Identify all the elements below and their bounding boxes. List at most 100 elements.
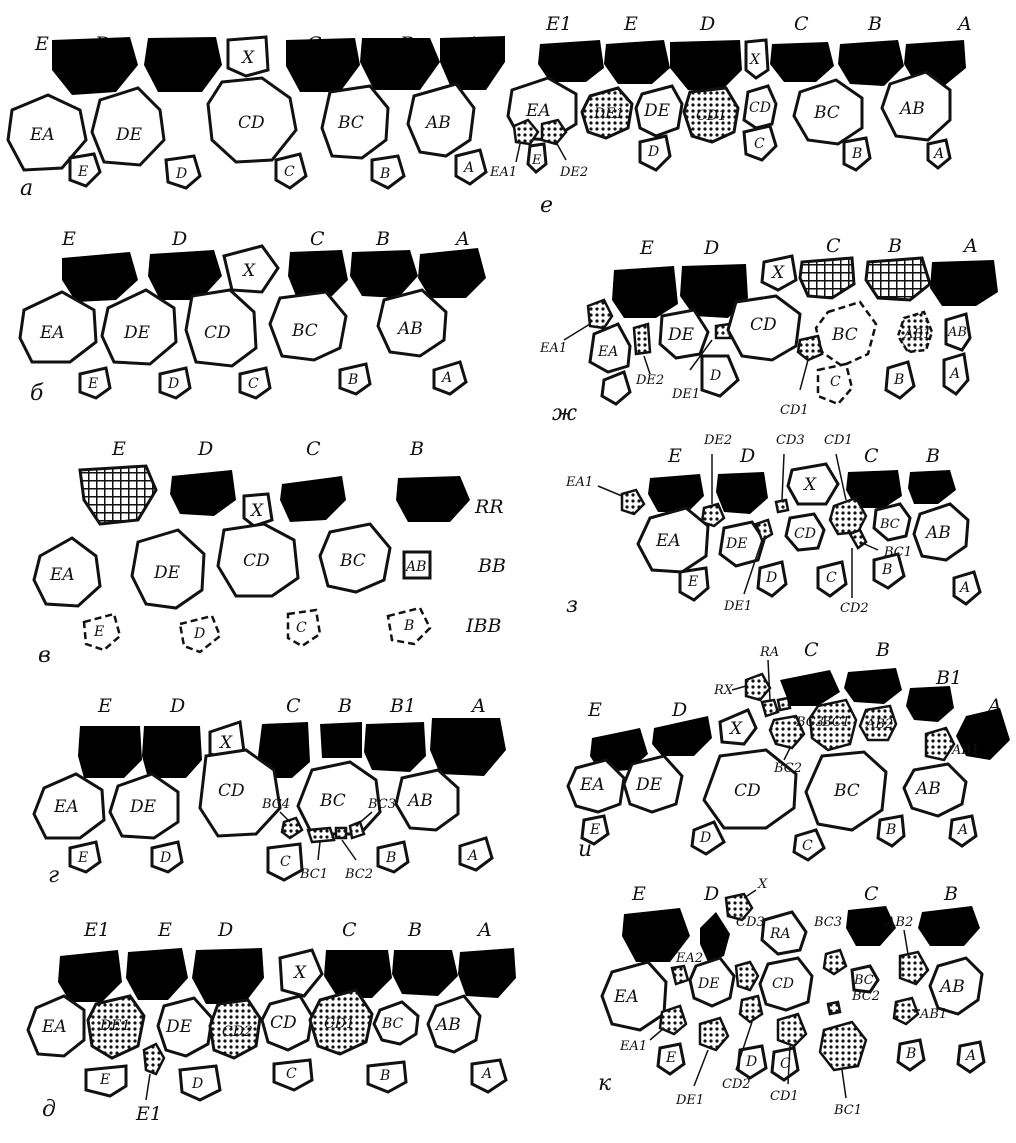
stippled-cell bbox=[850, 530, 866, 548]
black-top-cell bbox=[144, 37, 222, 92]
stippled-cell bbox=[828, 1002, 840, 1014]
black-top-cell bbox=[652, 716, 712, 756]
cell-label: AB bbox=[924, 523, 951, 543]
col-label: C bbox=[286, 695, 301, 717]
stippled-cell bbox=[926, 728, 954, 760]
black-top-cell bbox=[392, 950, 458, 996]
cell-label: DE bbox=[667, 325, 695, 345]
callout-label: DE2 bbox=[559, 165, 588, 180]
panel-letter: е bbox=[540, 193, 553, 218]
callout-label: BC3 bbox=[367, 797, 396, 812]
cell-label: A bbox=[462, 160, 474, 176]
callout-label: CD2 bbox=[722, 1077, 751, 1092]
black-top-cell bbox=[170, 470, 236, 516]
cell-label: D bbox=[159, 850, 171, 866]
cell-label: A bbox=[964, 1048, 976, 1064]
callout-label: AB2 bbox=[885, 915, 913, 930]
callout-line bbox=[694, 1050, 708, 1086]
cell-label: BC bbox=[879, 517, 900, 532]
black-top-cell bbox=[838, 40, 904, 86]
cell-label: DE bbox=[165, 1017, 193, 1037]
col-label: C bbox=[826, 235, 841, 257]
black-top-cell bbox=[364, 722, 426, 772]
stippled-cell bbox=[778, 1014, 806, 1046]
x-label: X bbox=[292, 963, 307, 983]
cell-label: RA bbox=[769, 926, 791, 942]
callout-label: BC1 bbox=[833, 1103, 862, 1118]
callout-label: CD1 bbox=[770, 1089, 799, 1104]
callout-line bbox=[644, 356, 650, 374]
x-label: X bbox=[241, 261, 256, 281]
row-label: BB bbox=[477, 555, 506, 577]
crosshatch-cell bbox=[800, 258, 854, 298]
cell-label: E bbox=[87, 376, 98, 392]
cell-label: CD bbox=[204, 323, 231, 343]
black-top-cell bbox=[288, 250, 348, 296]
cell-label: AB bbox=[434, 1015, 461, 1035]
col-label: B bbox=[943, 883, 958, 905]
black-top-cell bbox=[612, 266, 678, 318]
callout-label: E1 bbox=[135, 1103, 162, 1125]
cell-label: A bbox=[466, 848, 478, 864]
black-top-cell bbox=[908, 470, 956, 504]
stippled-cell bbox=[622, 490, 644, 514]
col-label: E bbox=[157, 919, 172, 941]
cell-label: B bbox=[379, 166, 390, 182]
cell-label: AB bbox=[938, 977, 965, 997]
cell-label: AB bbox=[396, 319, 423, 339]
crosshatch-cell bbox=[866, 258, 930, 300]
cell-label: BC bbox=[381, 1016, 404, 1032]
col-label: B bbox=[887, 235, 902, 257]
stippled-cell bbox=[660, 1006, 686, 1034]
x-label: X bbox=[218, 733, 233, 753]
col-label: C bbox=[794, 13, 809, 35]
cell-label: D bbox=[647, 144, 659, 160]
callout-line bbox=[842, 1070, 846, 1098]
col-label: A bbox=[476, 919, 492, 941]
x-label: X bbox=[770, 263, 785, 283]
col-label: A bbox=[962, 235, 978, 257]
col-label: D bbox=[171, 228, 187, 250]
cell-label: B bbox=[905, 1046, 916, 1062]
col-label: C bbox=[804, 639, 819, 661]
cell-label: B bbox=[881, 562, 892, 578]
crosshatch-cell bbox=[80, 466, 156, 524]
cell-label: DE bbox=[153, 563, 181, 583]
callout-label: EA1 bbox=[489, 165, 517, 180]
x-label: X bbox=[240, 48, 255, 68]
cell-label: D bbox=[699, 830, 711, 846]
callout-line bbox=[904, 930, 908, 954]
callout-line bbox=[342, 840, 356, 860]
callout-line bbox=[318, 842, 320, 860]
callout-line bbox=[516, 144, 520, 162]
cell-label: EA bbox=[53, 797, 79, 817]
col-label: E bbox=[667, 445, 682, 467]
cell-label: B bbox=[379, 1068, 390, 1084]
col-label: C bbox=[864, 883, 879, 905]
panel-letter: ж bbox=[552, 401, 577, 426]
cell-label: BC bbox=[831, 325, 858, 345]
cell-label: A bbox=[932, 146, 944, 162]
callout-label: RX bbox=[713, 683, 734, 698]
stippled-cell bbox=[308, 828, 334, 842]
cell-label: CD bbox=[772, 976, 794, 992]
stippled-cell bbox=[824, 950, 846, 974]
black-top-cell bbox=[142, 726, 202, 778]
black-top-cell bbox=[280, 476, 346, 522]
black-top-cell bbox=[648, 474, 704, 512]
cell-label: CD bbox=[218, 781, 245, 801]
cell-label: E bbox=[531, 153, 542, 168]
stippled-cell bbox=[700, 1018, 728, 1050]
black-top-cell bbox=[906, 686, 954, 722]
callout-label: DE1 bbox=[723, 599, 752, 614]
cell-label: DE bbox=[635, 775, 663, 795]
cell-label: EA bbox=[597, 344, 618, 360]
cell-label: EA bbox=[655, 531, 681, 551]
black-top-cell bbox=[930, 260, 998, 306]
cell-label: C bbox=[826, 570, 837, 586]
col-label: B1 bbox=[935, 667, 962, 689]
col-label: B bbox=[337, 695, 352, 717]
x-label: X bbox=[757, 877, 768, 892]
col-label: B bbox=[867, 13, 882, 35]
cell-label: EA bbox=[49, 565, 75, 585]
